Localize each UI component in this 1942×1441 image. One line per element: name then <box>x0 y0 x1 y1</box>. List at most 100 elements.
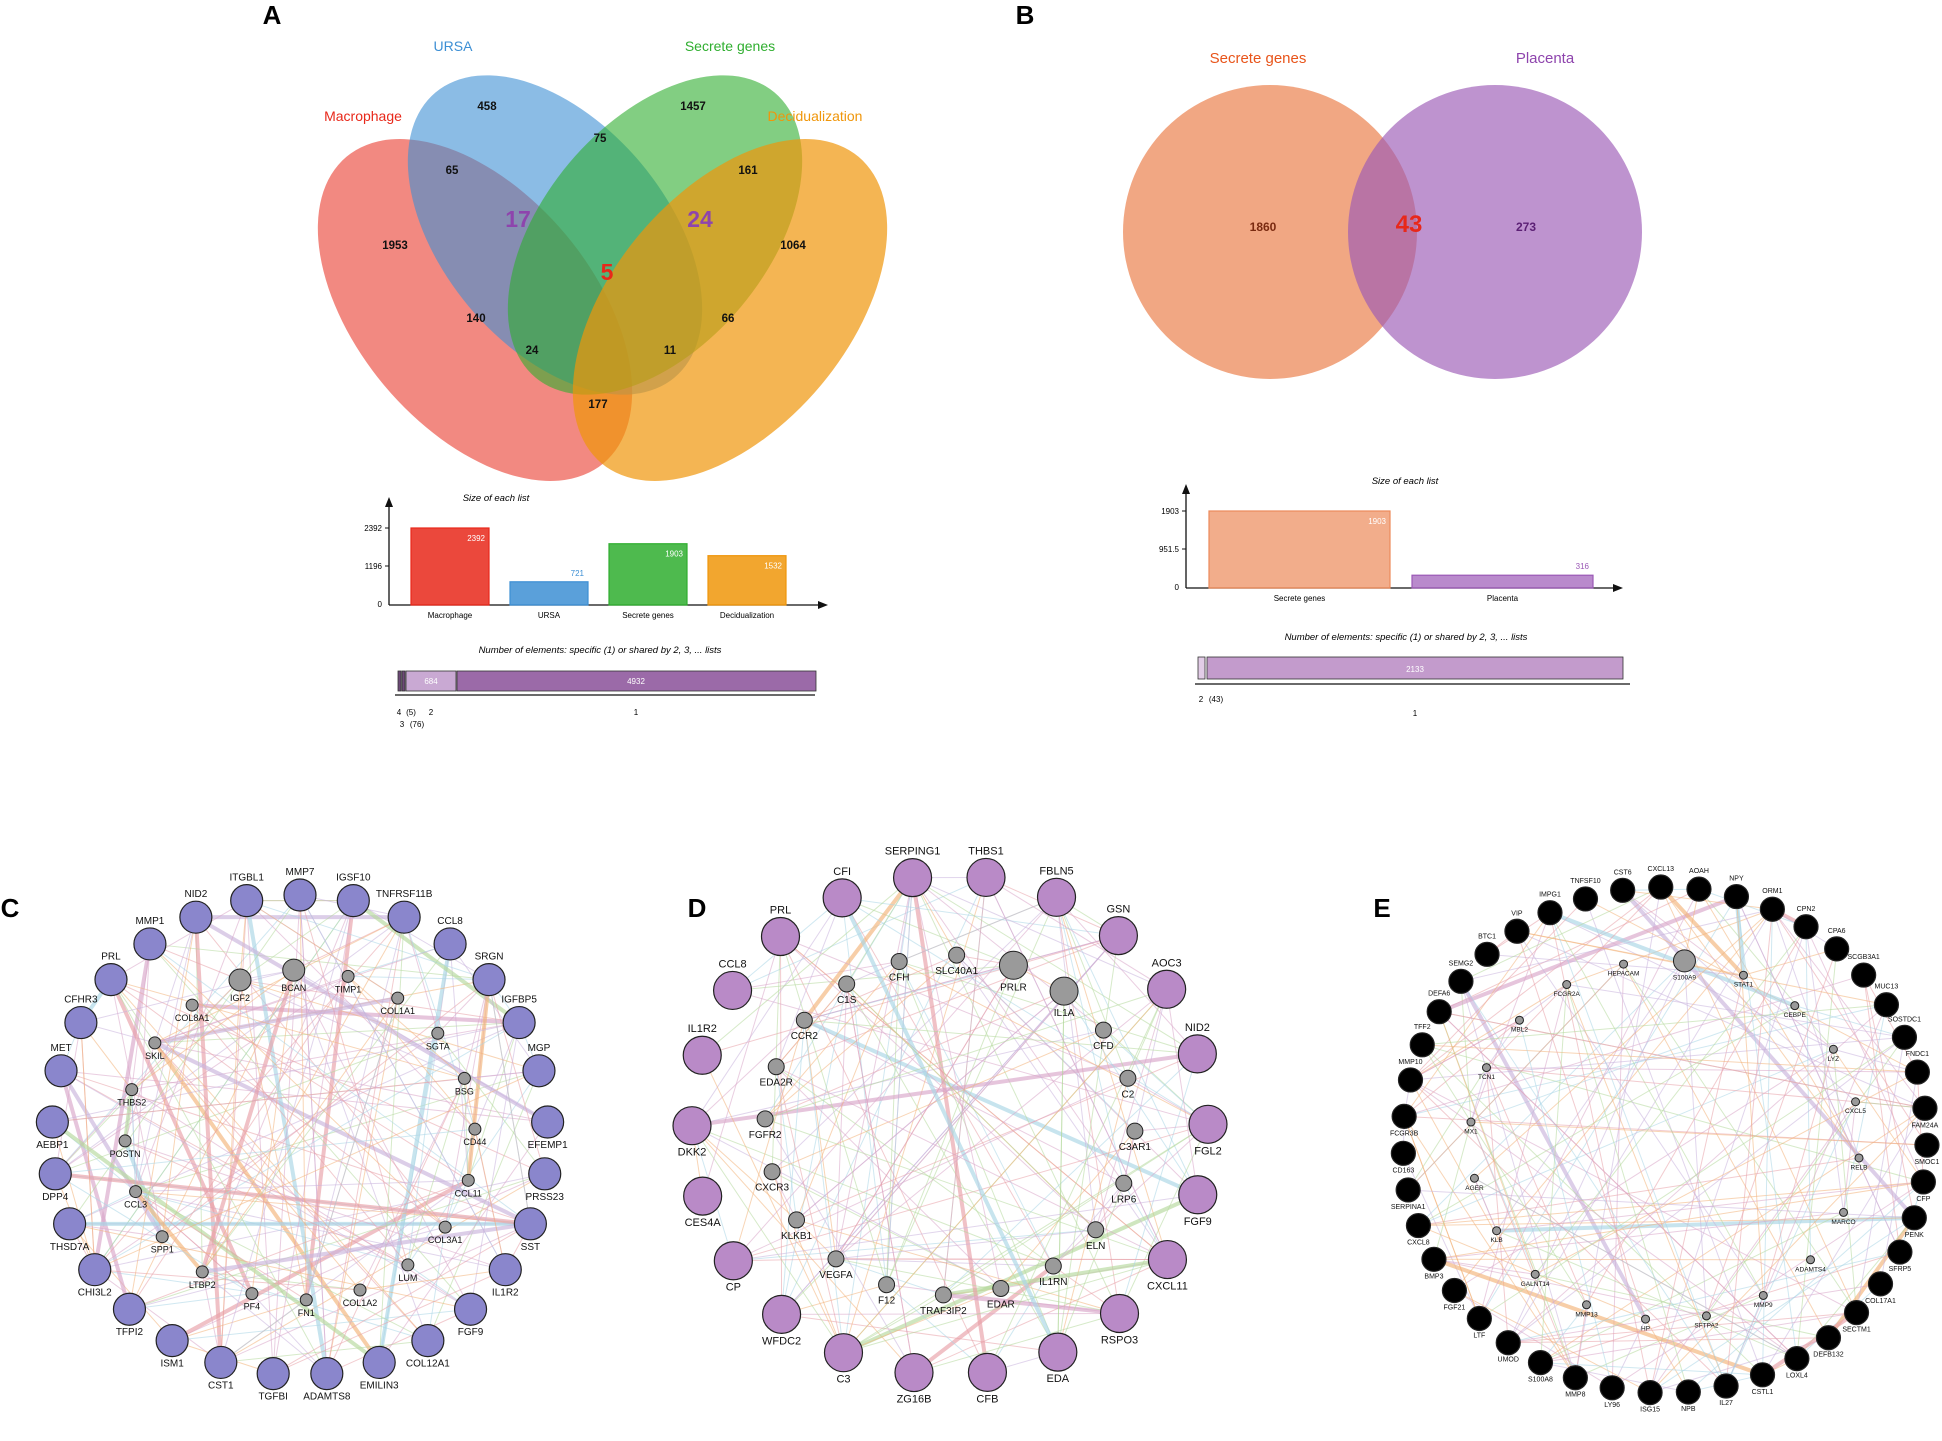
node-label: NID2 <box>184 889 207 900</box>
network-edge <box>1485 1067 1509 1343</box>
node-cebpe <box>1790 1001 1800 1011</box>
node-label: IL1R2 <box>492 1288 519 1299</box>
node-label: ITGBL1 <box>229 873 264 884</box>
network-edge <box>1460 886 1661 982</box>
network-edge <box>780 936 783 1315</box>
network-c: MMP7IGSF10TNFRSF11BCCL8SRGNIGFBP5MGPEFEM… <box>35 867 568 1403</box>
venn-ellipse-decidualization <box>572 139 888 481</box>
shared-bar-b-title: Number of elements: specific (1) or shar… <box>1285 632 1528 643</box>
network-edge <box>846 983 915 1373</box>
node-ccl8 <box>433 927 467 961</box>
node-cfp <box>1910 1169 1936 1195</box>
network-edge <box>1418 1217 1915 1227</box>
network-edge <box>1403 912 1551 1117</box>
network-edge <box>943 1292 1120 1316</box>
node-label: IGF2 <box>230 993 250 1003</box>
network-edge <box>846 983 1059 1353</box>
venn2-region-left: 1860 <box>1250 220 1277 234</box>
node-label: FCGR3B <box>1390 1130 1419 1137</box>
network-edge <box>135 1191 253 1295</box>
network-edge <box>154 1042 548 1123</box>
node-label: CXCL8 <box>1407 1240 1430 1247</box>
node-zg16b <box>894 1352 934 1393</box>
node-label: SERPING1 <box>885 846 941 858</box>
network-edge <box>796 1219 1120 1314</box>
node-defa6 <box>1426 999 1452 1025</box>
network-edge <box>1056 897 1168 1260</box>
network-edge <box>1611 1181 1924 1389</box>
network-edge <box>1407 1067 1487 1191</box>
network-edge <box>55 1032 438 1175</box>
node-label: WFDC2 <box>762 1335 801 1347</box>
node-label: EFEMP1 <box>528 1140 568 1151</box>
node-label: IMPG1 <box>1539 892 1561 899</box>
node-wfdc2 <box>761 1294 802 1334</box>
venn-region-u: 458 <box>477 101 497 113</box>
network-edge <box>1805 926 1812 1260</box>
network-edge <box>1549 912 1651 1393</box>
node-label: MMP13 <box>1575 1311 1598 1318</box>
network-edge <box>194 915 549 1124</box>
node-label: EDA <box>1047 1373 1070 1385</box>
network-edge <box>1052 1123 1209 1267</box>
network-edge <box>1454 1290 1651 1394</box>
network-edge <box>1863 974 1915 1218</box>
node-vip <box>1504 918 1530 944</box>
network-edge <box>1762 1049 1834 1296</box>
network-edge <box>154 917 197 1044</box>
network-edge <box>1056 897 1120 1314</box>
shared-a-axis-5: (5) <box>406 708 416 717</box>
node-fbln5 <box>1036 877 1077 917</box>
network-edge <box>55 1128 475 1175</box>
network-edge <box>1438 1011 1798 1359</box>
network-edge <box>293 969 429 1341</box>
network-edge <box>110 979 163 1237</box>
bar-a-ytick-mid: 1196 <box>365 562 383 571</box>
node-label: MET <box>50 1043 71 1054</box>
network-edge <box>1496 1215 1915 1233</box>
venn-set-label-decidualization: Decidualization <box>768 108 863 124</box>
network-edge <box>1534 926 1807 1275</box>
node-col17a1 <box>1867 1271 1894 1297</box>
node-cfhr3 <box>64 1005 98 1040</box>
node-c2 <box>1119 1069 1137 1087</box>
node-igf2 <box>228 968 252 992</box>
network-edge <box>1474 1177 1798 1360</box>
node-sfrp5 <box>1887 1239 1913 1265</box>
node-efemp1 <box>531 1105 565 1139</box>
node-klkb1 <box>788 1211 806 1229</box>
node-label: AOAH <box>1689 868 1709 875</box>
shared-b-label-2133: 2133 <box>1406 665 1424 674</box>
node-impg1 <box>1537 900 1563 926</box>
network-edge <box>1418 1181 1924 1227</box>
network-edge <box>1422 1004 1887 1046</box>
network-edge <box>835 1258 1120 1314</box>
node-label: ZG16B <box>897 1394 932 1406</box>
venn-region-md: 177 <box>588 399 607 411</box>
network-edge <box>776 935 1119 1068</box>
network-edge <box>986 989 1168 1373</box>
network-edge <box>69 1223 471 1310</box>
network-edge <box>1470 1121 1576 1378</box>
shared-seg-b-2 <box>1197 656 1206 680</box>
network-edge <box>378 917 405 1363</box>
node-label: CXCL13 <box>1648 866 1675 873</box>
network-edge <box>54 1022 82 1174</box>
network-edge <box>912 877 1002 1289</box>
node-label: CCL11 <box>455 1188 482 1198</box>
shared-seg-b-1 <box>1206 656 1624 680</box>
node-label: CCL8 <box>719 958 747 970</box>
network-edge <box>835 965 1014 1260</box>
node-loxl4 <box>1784 1346 1810 1372</box>
network-edge <box>702 935 1119 1056</box>
node-col1a2 <box>353 1283 367 1297</box>
node-relb <box>1854 1153 1864 1163</box>
node-semg2 <box>1448 968 1474 994</box>
network-edge <box>691 1019 805 1127</box>
network-edge <box>1649 1101 1856 1393</box>
network-edge <box>272 1223 531 1375</box>
node-label: FCGR2A <box>1554 991 1581 998</box>
network-edge <box>691 897 843 1126</box>
node-smoc1 <box>1914 1132 1940 1158</box>
